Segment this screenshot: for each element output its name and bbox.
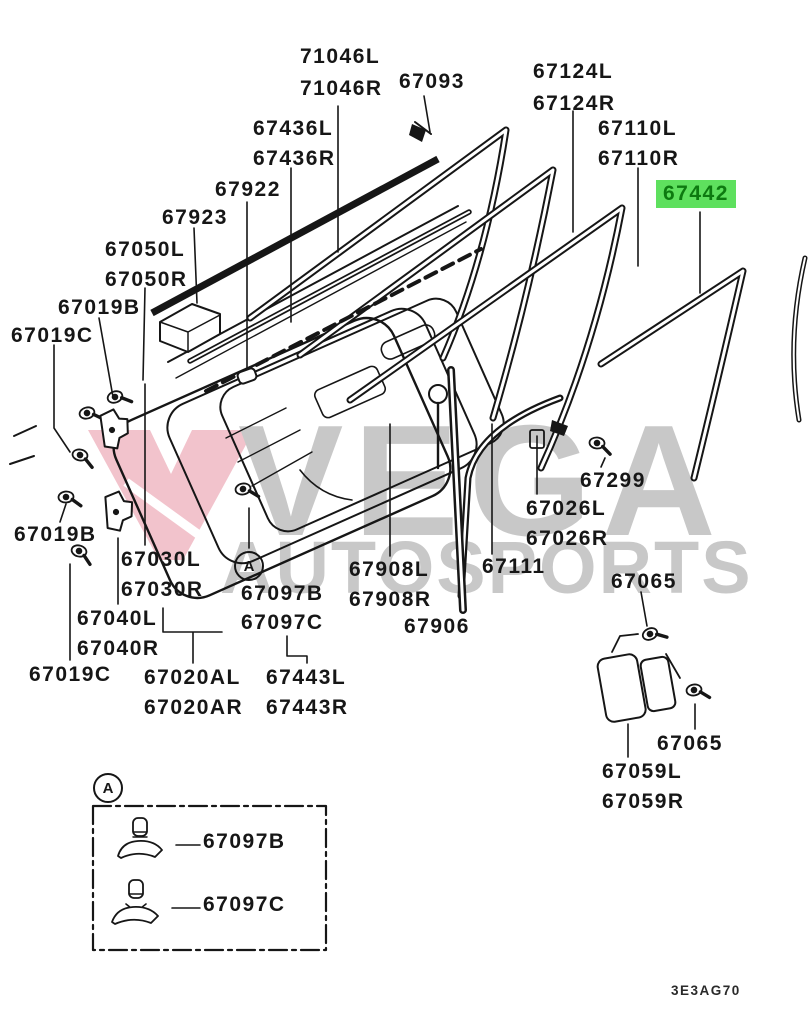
detail-marker-a: A — [93, 773, 123, 803]
part-label: 67019B — [14, 523, 97, 546]
lock-actuator — [596, 633, 681, 723]
part-label: 71046R — [300, 77, 383, 100]
part-label: 67030R — [121, 578, 204, 601]
inset-detail-box — [91, 804, 328, 952]
part-label: 67026R — [526, 527, 609, 550]
part-label: 67299 — [580, 469, 646, 492]
part-label: 67906 — [404, 615, 470, 638]
part-label: 67908R — [349, 588, 432, 611]
part-label: 67436L — [253, 117, 334, 140]
part-label-highlighted: 67442 — [656, 180, 736, 208]
part-label: 67097B — [203, 830, 286, 853]
part-label: 67443R — [266, 696, 349, 719]
part-label: 67065 — [657, 732, 723, 755]
part-label: 67019C — [29, 663, 112, 686]
watermark-subbrand-text: AUTOSPORTS — [220, 526, 753, 609]
part-label: 67097C — [241, 611, 324, 634]
part-label: 67020AR — [144, 696, 244, 719]
hardware-fasteners — [56, 121, 712, 703]
part-label: 67050L — [105, 238, 186, 261]
part-label: 67922 — [215, 178, 281, 201]
diagram-code: 3E3AG70 — [671, 983, 741, 998]
part-label: 67097C — [203, 893, 286, 916]
part-label: 67110R — [598, 147, 680, 170]
clip-67097b-drawing — [117, 817, 163, 859]
part-label: 67111 — [482, 555, 546, 578]
part-label: 67030L — [121, 548, 202, 571]
part-label: 67026L — [526, 497, 607, 520]
part-label: 67065 — [611, 570, 677, 593]
part-label: 71046L — [300, 45, 381, 68]
detail-marker-a: A — [234, 551, 264, 581]
part-label: 67097B — [241, 582, 324, 605]
part-label: 67923 — [162, 206, 228, 229]
part-label: 67040R — [77, 637, 160, 660]
part-label: 67110L — [598, 117, 678, 140]
leader-lines — [53, 95, 701, 909]
part-label: 67124L — [533, 60, 614, 83]
part-label: 67040L — [77, 607, 158, 630]
part-label: 67050R — [105, 268, 188, 291]
part-label: 67020AL — [144, 666, 241, 689]
part-label: 67443L — [266, 666, 347, 689]
belt-mouldings — [150, 155, 483, 393]
part-label: 67124R — [533, 92, 616, 115]
clip-67097c-drawing — [111, 879, 159, 925]
part-label: 67019C — [11, 324, 94, 347]
part-label: 67436R — [253, 147, 336, 170]
part-label: 67019B — [58, 296, 141, 319]
part-label: 67059L — [602, 760, 683, 783]
part-label: 67059R — [602, 790, 685, 813]
part-label: 67093 — [399, 70, 465, 93]
window-frame-sails — [246, 126, 808, 482]
watermark-brand-text: VEGA — [238, 393, 726, 569]
part-label: 67908L — [349, 558, 430, 581]
